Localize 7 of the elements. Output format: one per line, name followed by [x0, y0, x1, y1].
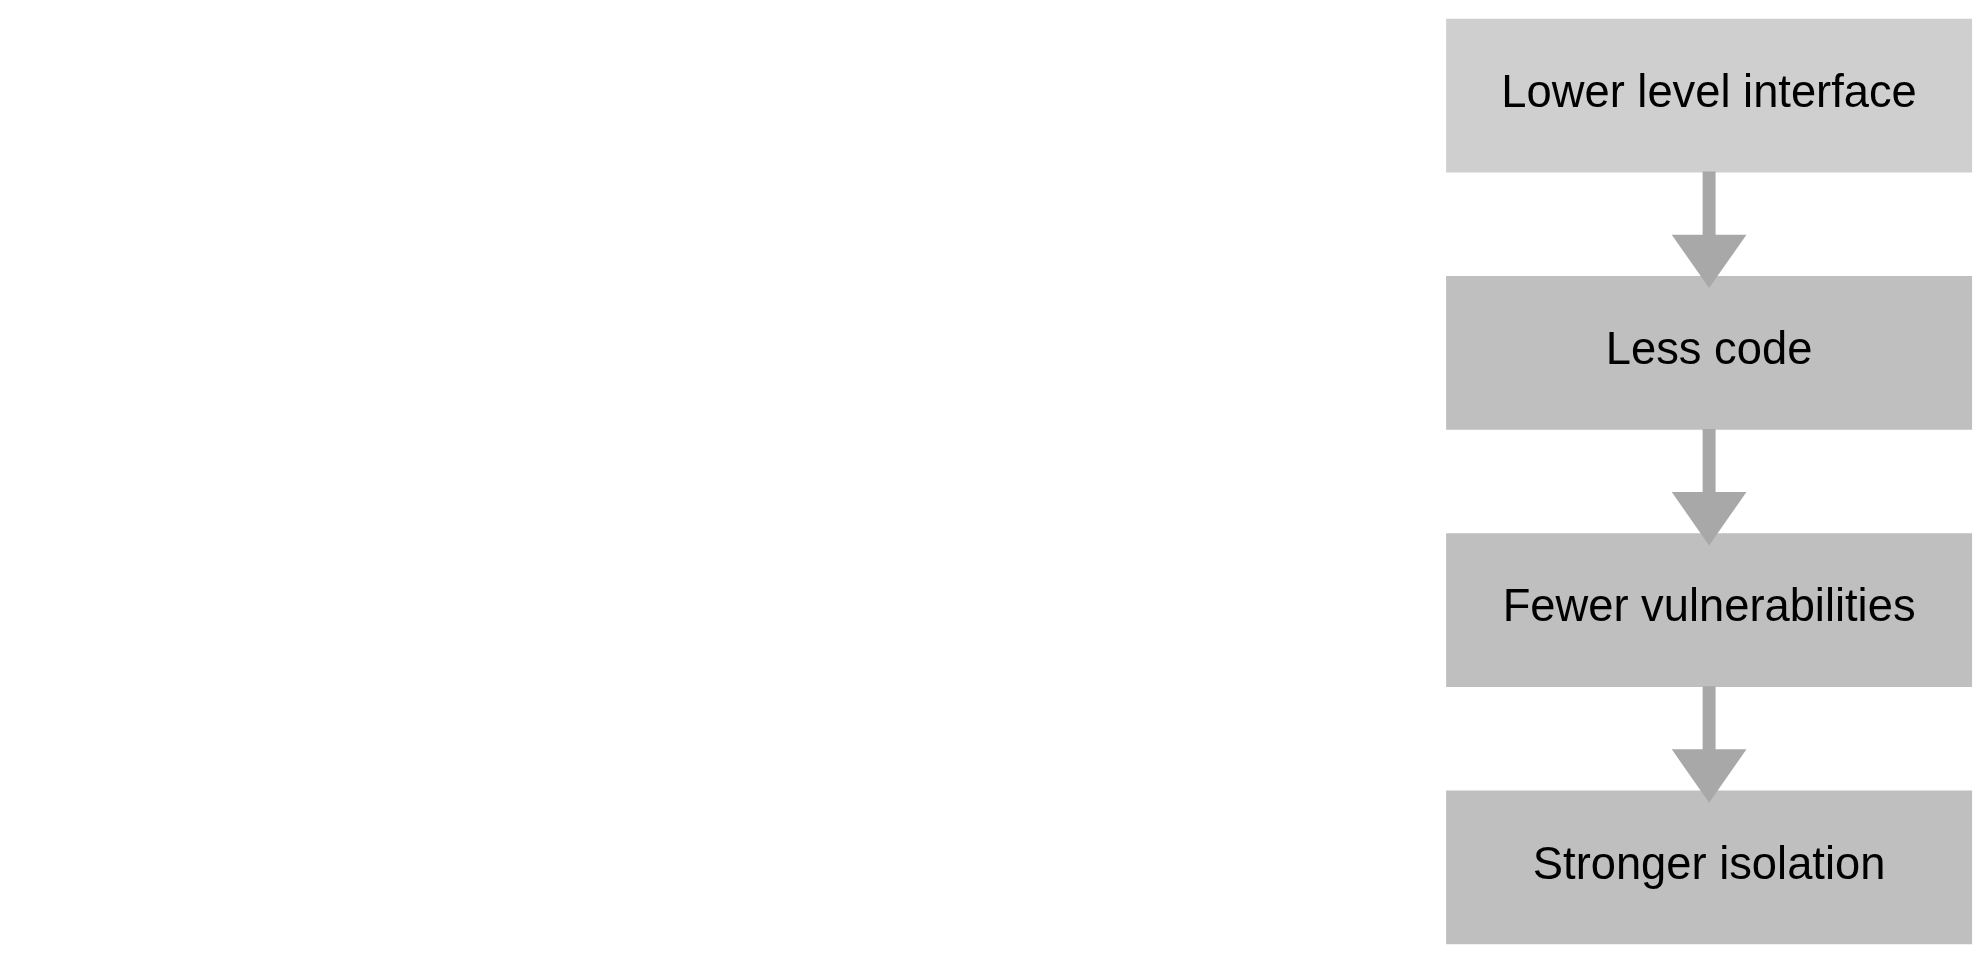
node-box: Stronger isolation — [1446, 790, 1973, 945]
arrow — [1671, 686, 1747, 803]
node-box: Lower level interface — [1446, 18, 1973, 173]
node-box: Less code — [1446, 275, 1973, 430]
arrow — [1671, 428, 1747, 546]
arrow — [1671, 171, 1747, 289]
node-box: Fewer vulnerabilities — [1446, 533, 1973, 688]
